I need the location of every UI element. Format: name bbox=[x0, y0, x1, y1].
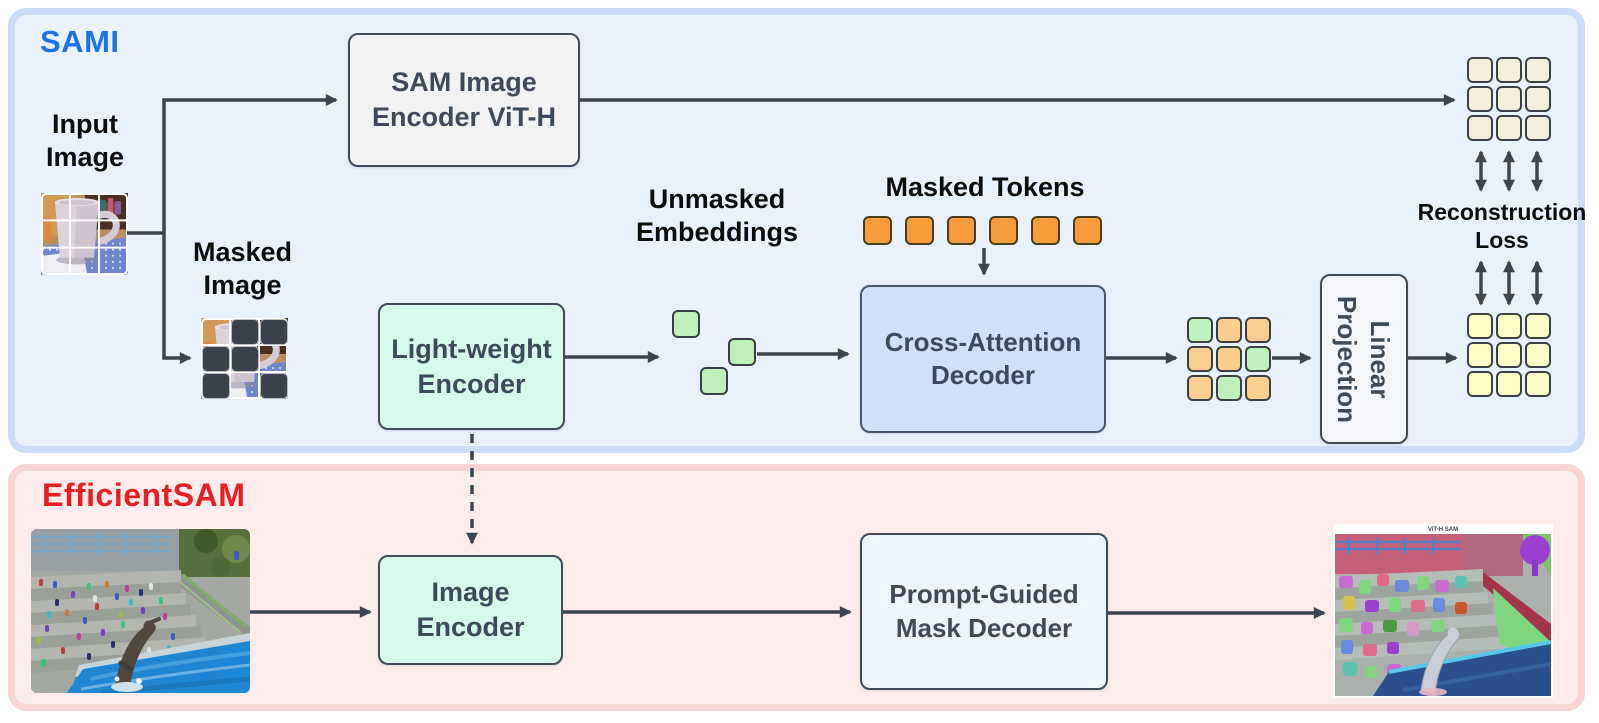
grid-cell-orange_token bbox=[1073, 216, 1102, 245]
grid-cell-yellow bbox=[1467, 313, 1493, 339]
input-image-label: Input Image bbox=[45, 109, 125, 172]
unmasked-embeddings-label: Unmasked Embeddings bbox=[635, 184, 798, 247]
grid-cell-cream bbox=[1525, 86, 1551, 112]
masked-patch bbox=[201, 345, 230, 372]
masked-tokens-row bbox=[863, 216, 1102, 245]
efficientsam-panel bbox=[8, 464, 1585, 711]
grid-cell-orange_cell bbox=[1245, 317, 1271, 343]
unmasked-embedding-token bbox=[728, 338, 756, 366]
cross-attention-decoder-label: Cross-Attention Decoder bbox=[884, 326, 1082, 390]
input-image bbox=[41, 193, 128, 275]
masked-image bbox=[201, 318, 288, 399]
masked-patch bbox=[230, 318, 259, 345]
image-encoder-label: Image Encoder bbox=[416, 577, 525, 642]
grid-cell-orange_token bbox=[863, 216, 892, 245]
grid-cell-yellow bbox=[1525, 313, 1551, 339]
grid-cell-orange_cell bbox=[1216, 346, 1242, 372]
unmasked-embedding-token bbox=[672, 310, 700, 338]
grid-cell-cream bbox=[1496, 86, 1522, 112]
grid-cell-yellow bbox=[1525, 371, 1551, 397]
grid-cell-orange_cell bbox=[1187, 375, 1213, 401]
grid-cell-orange_cell bbox=[1216, 317, 1242, 343]
unmasked-embedding-token bbox=[700, 367, 728, 395]
sam-image-encoder-node: SAM Image Encoder ViT-H bbox=[348, 33, 580, 167]
grid-cell-cream bbox=[1525, 115, 1551, 141]
sami-title: SAMI bbox=[40, 24, 120, 59]
grid-cell-orange_cell bbox=[1245, 375, 1271, 401]
grid-cell-yellow bbox=[1467, 342, 1493, 368]
projection-output-grid bbox=[1467, 313, 1551, 397]
grid-cell-orange_token bbox=[989, 216, 1018, 245]
prompt-guided-mask-decoder-node: Prompt-Guided Mask Decoder bbox=[860, 533, 1108, 690]
grid-cell-yellow bbox=[1496, 313, 1522, 339]
grid-cell-yellow bbox=[1496, 371, 1522, 397]
masked-patch bbox=[201, 372, 230, 399]
grid-cell-cream bbox=[1496, 57, 1522, 83]
grid-cell-cream bbox=[1467, 57, 1493, 83]
grid-cell-cream bbox=[1467, 86, 1493, 112]
decoder-output-grid bbox=[1187, 317, 1271, 401]
grid-cell-cream bbox=[1496, 115, 1522, 141]
grid-cell-green bbox=[1245, 346, 1271, 372]
efficientsam-input-photo bbox=[31, 529, 250, 693]
sam-image-encoder-label: SAM Image Encoder ViT-H bbox=[371, 67, 557, 132]
linear-projection-label: Linear Projection bbox=[1333, 295, 1396, 423]
masked-patch bbox=[259, 318, 288, 345]
grid-cell-yellow bbox=[1467, 371, 1493, 397]
output-image-caption: ViT-H SAM bbox=[1428, 527, 1458, 533]
lightweight-encoder-node: Light-weight Encoder bbox=[378, 303, 565, 430]
grid-cell-cream bbox=[1525, 57, 1551, 83]
efficientsam-output-image: ViT-H SAM bbox=[1333, 524, 1553, 698]
masked-image-label: Masked Image bbox=[192, 237, 293, 300]
efficientsam-title: EfficientSAM bbox=[42, 477, 246, 513]
masked-image-overlay bbox=[201, 318, 288, 399]
reconstruction-loss-label: Reconstruction Loss bbox=[1417, 199, 1587, 254]
lightweight-encoder-label: Light-weight Encoder bbox=[391, 333, 552, 399]
linear-projection-node: Linear Projection bbox=[1320, 274, 1408, 444]
grid-cell-green bbox=[1216, 375, 1242, 401]
cross-attention-decoder-node: Cross-Attention Decoder bbox=[860, 285, 1106, 433]
grid-cell-green bbox=[1187, 317, 1213, 343]
masked-patch bbox=[259, 372, 288, 399]
grid-cell-orange_token bbox=[1031, 216, 1060, 245]
grid-cell-cream bbox=[1467, 115, 1493, 141]
grid-cell-orange_token bbox=[905, 216, 934, 245]
masked-tokens-label: Masked Tokens bbox=[885, 172, 1085, 202]
grid-cell-yellow bbox=[1496, 342, 1522, 368]
grid-cell-yellow bbox=[1525, 342, 1551, 368]
prompt-guided-mask-decoder-label: Prompt-Guided Mask Decoder bbox=[889, 579, 1079, 643]
grid-cell-orange_token bbox=[947, 216, 976, 245]
masked-patch bbox=[230, 345, 259, 372]
image-encoder-node: Image Encoder bbox=[378, 555, 563, 665]
grid-cell-orange_cell bbox=[1187, 346, 1213, 372]
sam-target-grid bbox=[1467, 57, 1551, 141]
